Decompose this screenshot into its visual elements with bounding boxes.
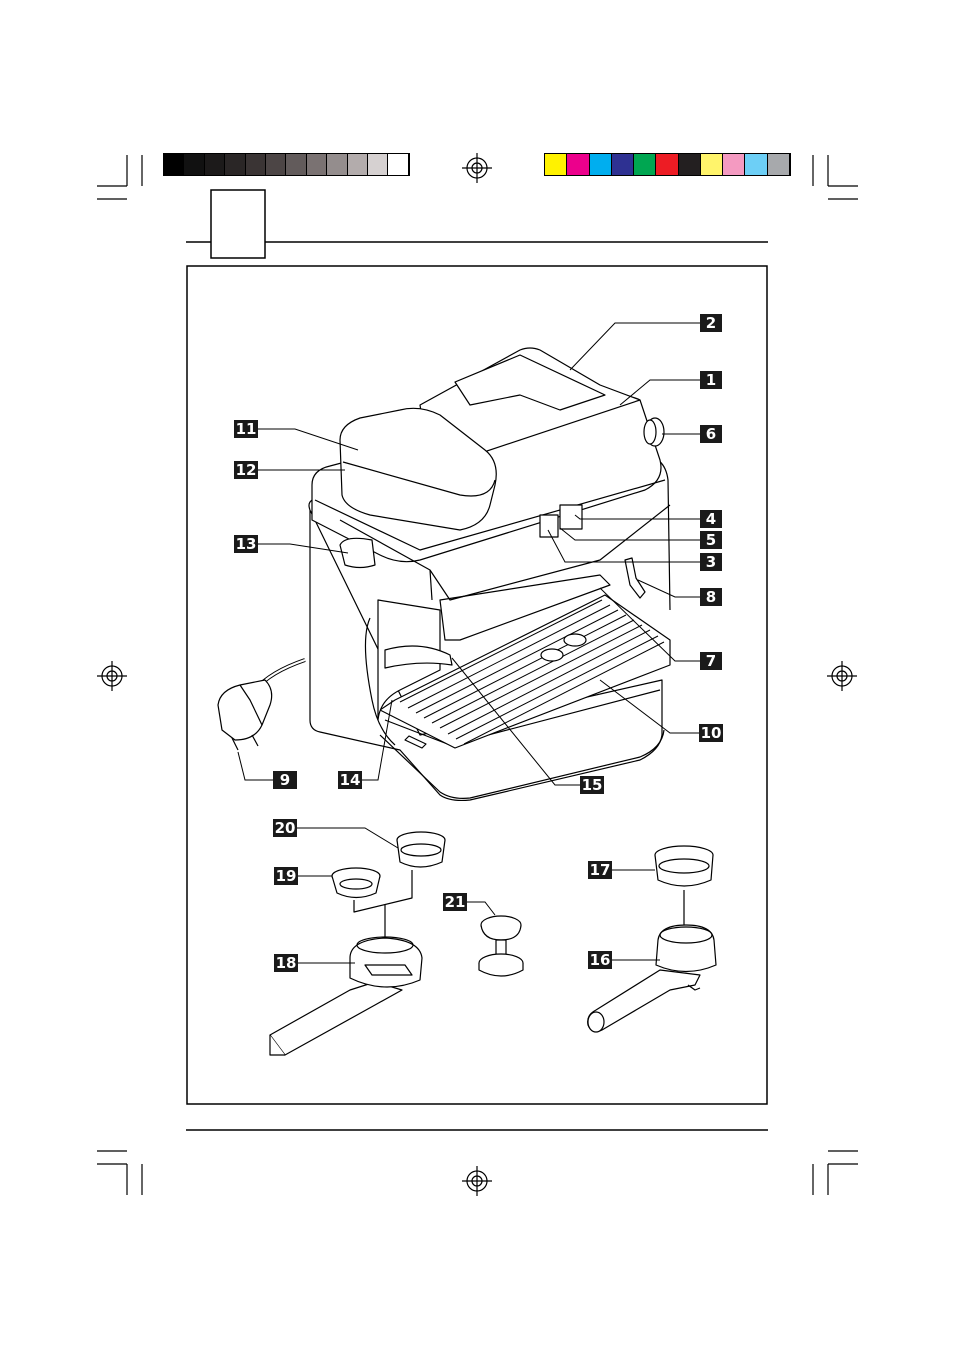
- callout-8: 8: [700, 588, 722, 606]
- registration-mark-top: [462, 153, 492, 183]
- callout-10: 10: [699, 724, 723, 742]
- callout-17: 17: [588, 861, 612, 879]
- accessories-illustration: [270, 832, 716, 1055]
- registration-mark-bottom: [462, 1166, 492, 1196]
- callout-18: 18: [274, 954, 298, 972]
- callout-14: 14: [338, 771, 362, 789]
- callout-3: 3: [700, 553, 722, 571]
- language-tab-box: [211, 190, 265, 258]
- callout-4: 4: [700, 510, 722, 528]
- callout-21: 21: [443, 893, 467, 911]
- callout-2: 2: [700, 314, 722, 332]
- callout-5: 5: [700, 531, 722, 549]
- registration-mark-left: [97, 661, 127, 691]
- callout-13: 13: [234, 535, 258, 553]
- callout-19: 19: [274, 867, 298, 885]
- espresso-machine-illustration: [218, 348, 670, 800]
- callout-15: 15: [580, 776, 604, 794]
- callout-9: 9: [273, 771, 297, 789]
- callout-20: 20: [273, 819, 297, 837]
- callout-16: 16: [588, 951, 612, 969]
- callout-11: 11: [234, 420, 258, 438]
- callout-7: 7: [700, 652, 722, 670]
- registration-mark-right: [827, 661, 857, 691]
- callout-6: 6: [700, 425, 722, 443]
- callout-1: 1: [700, 371, 722, 389]
- callout-12: 12: [234, 461, 258, 479]
